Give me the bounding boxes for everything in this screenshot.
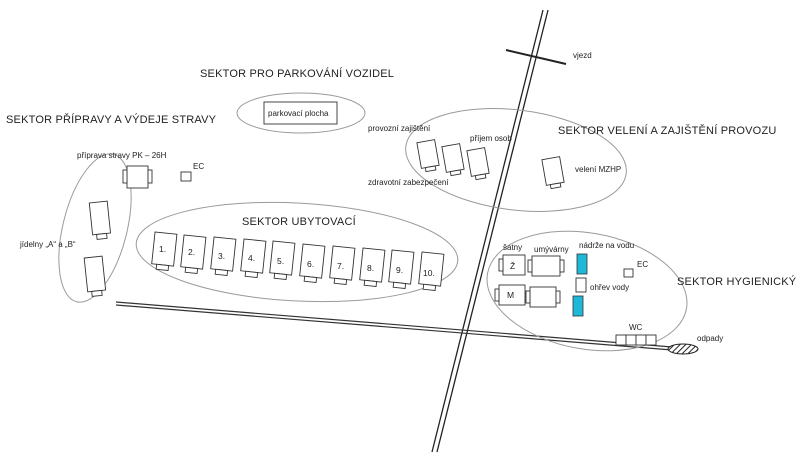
tent-5: 5. xyxy=(269,240,296,281)
parking-area xyxy=(263,101,338,125)
changing-tent-men: M xyxy=(494,284,526,306)
changing-label: šatny xyxy=(503,243,522,252)
wc-units xyxy=(615,334,657,346)
tent-7: 7. xyxy=(329,245,356,286)
tent-3: 3. xyxy=(210,236,237,277)
tent-women-label: Ž xyxy=(510,261,515,271)
food-sector-outline xyxy=(58,153,132,303)
sector-title-hygiene: SEKTOR HYGIENICKÝ xyxy=(677,275,797,288)
entrance-label: vjezd xyxy=(573,51,592,60)
entrance-barrier xyxy=(505,49,567,65)
tent-8: 8. xyxy=(359,247,386,288)
tent-1: 1. xyxy=(151,231,178,272)
vehicle-reception xyxy=(466,147,490,181)
tent-number-7: 7. xyxy=(337,261,344,271)
ec-food-unit xyxy=(180,171,192,182)
dining-label: jídelny „A“ a „B“ xyxy=(19,240,76,249)
vehicle-operations xyxy=(416,139,440,173)
parking-area-label: parkovací plocha xyxy=(268,109,329,118)
kitchen-label: příprava stravy PK – 26H xyxy=(77,151,167,160)
water-tank-1 xyxy=(576,253,588,275)
washroom-unit-2 xyxy=(525,286,561,308)
dining-tent-a xyxy=(88,200,112,240)
wc-label: WC xyxy=(629,323,643,332)
sector-title-command: SEKTOR VELENÍ A ZAJIŠTĚNÍ PROVOZU xyxy=(558,124,777,137)
ec-hygiene-label: EC xyxy=(637,260,648,269)
tent-2: 2. xyxy=(180,234,207,275)
tent-men-label: M xyxy=(507,290,514,300)
tent-number-8: 8. xyxy=(367,263,374,273)
tent-4: 4. xyxy=(240,238,267,279)
dining-tent-b xyxy=(83,255,107,297)
kitchen-unit xyxy=(122,165,153,189)
vehicle-command-post xyxy=(541,156,565,190)
waste-label: odpady xyxy=(697,334,723,343)
sector-title-food: SEKTOR PŘÍPRAVY A VÝDEJE STRAVY xyxy=(6,113,217,126)
tent-number-4: 4. xyxy=(248,253,255,263)
water-tanks-label: nádrže na vodu xyxy=(579,241,634,250)
medical-label: zdravotní zabezpečení xyxy=(368,178,449,187)
water-heating-label: ohřev vody xyxy=(590,283,629,292)
tent-6: 6. xyxy=(299,243,326,284)
tent-number-3: 3. xyxy=(218,251,225,261)
tent-number-9: 9. xyxy=(396,265,403,275)
main-road xyxy=(431,9,549,453)
hygiene-sector-outline xyxy=(486,230,688,352)
washroom-unit-1 xyxy=(527,255,565,277)
tent-number-6: 6. xyxy=(307,259,314,269)
water-heater xyxy=(575,277,587,293)
ec-hygiene-unit xyxy=(623,268,634,278)
washrooms-label: umývárny xyxy=(534,245,569,254)
tent-number-1: 1. xyxy=(159,244,166,254)
tent-number-10: 10. xyxy=(423,268,435,278)
perimeter-road xyxy=(115,301,673,351)
command-post-label: velení MZHP xyxy=(575,165,621,174)
reception-label: příjem osob xyxy=(470,134,512,143)
command-sector-outline xyxy=(405,108,627,212)
accommodation-tents: 1. 2. 3. 4. 5. 6. 7. 8. 9. 10. xyxy=(151,231,445,292)
sector-title-parking: SEKTOR PRO PARKOVÁNÍ VOZIDEL xyxy=(200,67,394,80)
accommodation-sector-outline xyxy=(135,201,459,303)
tent-10: 10. xyxy=(418,251,445,292)
changing-tent-women: Ž xyxy=(498,254,526,276)
tent-9: 9. xyxy=(388,249,415,290)
tent-number-2: 2. xyxy=(188,247,195,257)
waste-area xyxy=(667,343,699,355)
water-tank-2 xyxy=(572,295,584,317)
ec-food-label: EC xyxy=(193,162,204,171)
command-vehicles xyxy=(416,139,565,190)
parking-sector-outline xyxy=(236,92,366,134)
tent-number-5: 5. xyxy=(277,256,284,266)
vehicle-medical xyxy=(441,143,465,177)
sector-title-accommodation: SEKTOR UBYTOVACÍ xyxy=(242,215,357,228)
operations-support-label: provozní zajištění xyxy=(368,124,431,133)
